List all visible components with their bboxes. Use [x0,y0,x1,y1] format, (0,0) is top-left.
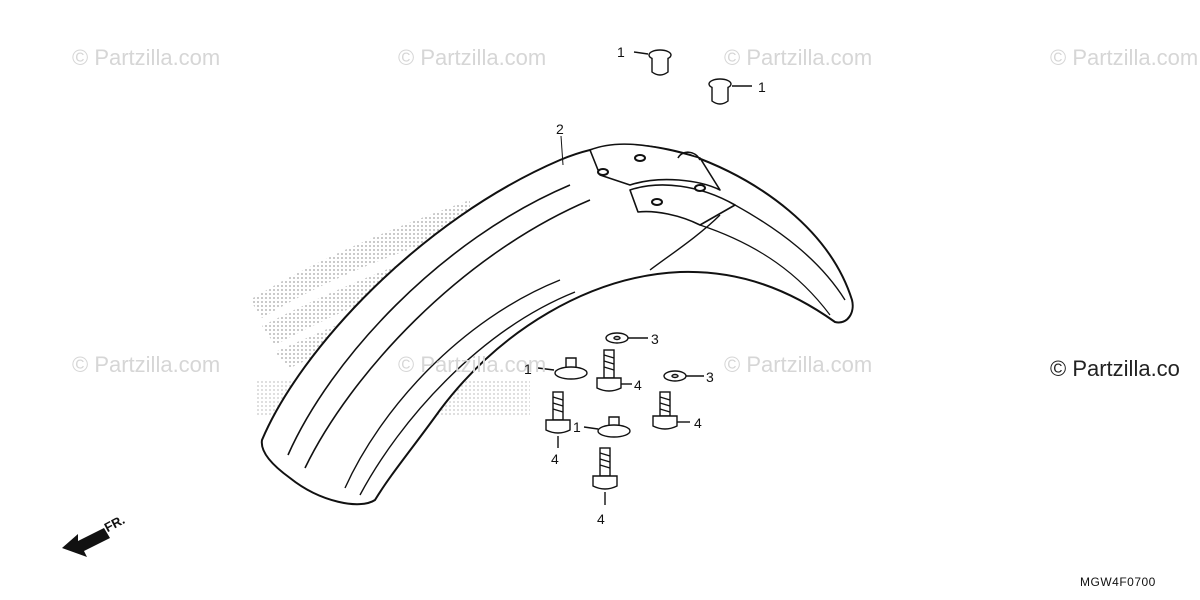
bolt-right [652,391,690,430]
grommet-top-left [633,49,672,76]
watermark-text: © Partzilla.com [398,45,547,70]
callout-bolt: 4 [634,377,642,393]
callout-grommet: 1 [617,44,625,60]
washer-upper [605,332,648,344]
callout-bolt: 4 [597,511,605,527]
watermark-text: © Partzilla.com [724,45,873,70]
watermark-text: © Partzilla.com [1050,45,1199,70]
washer-right [663,370,704,382]
callout-washer: 3 [651,331,659,347]
callout-bolt: 4 [551,451,559,467]
bolt-lower [592,447,618,505]
callout-grommet: 1 [758,79,766,95]
callout-bolt: 4 [694,415,702,431]
grommet-mid-left [537,357,588,380]
front-fender [260,143,854,506]
callout-fender: 2 [556,121,564,137]
watermark-text: © Partzilla.com [72,45,221,70]
watermark-text: © Partzilla.com [724,352,873,377]
front-direction-arrow-icon [62,528,110,557]
watermark-text-dark: © Partzilla.co [1050,356,1180,381]
callout-washer: 3 [706,369,714,385]
grommet-top-right [708,78,752,105]
fender-leader [560,135,564,166]
callout-grommet: 1 [524,361,532,377]
watermark-text: © Partzilla.com [398,352,547,377]
bolt-upper [596,349,632,392]
callout-grommet: 1 [573,419,581,435]
grommet-mid-right [583,416,631,438]
bolt-left [545,391,571,448]
diagram-code: MGW4F0700 [1080,575,1156,589]
watermark-text: © Partzilla.com [72,352,221,377]
